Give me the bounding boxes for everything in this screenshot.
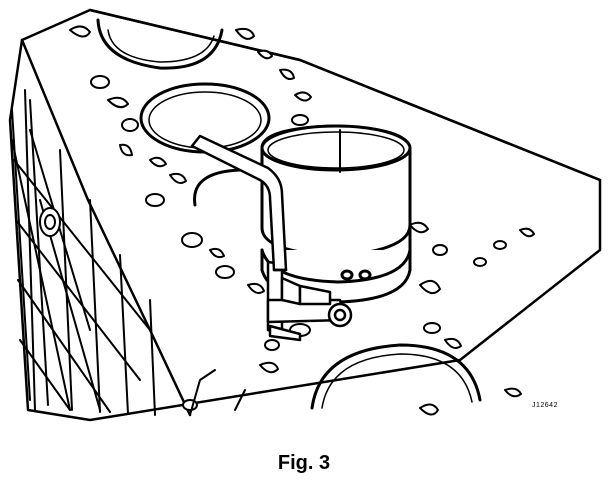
- figure-reference-code: J12642: [532, 402, 558, 409]
- block-side-ribs: [11, 89, 156, 416]
- cylinder-bore-4-inner: [321, 353, 473, 409]
- side-boss-bolt: [39, 207, 61, 237]
- cylinder-bore-1: [96, 18, 224, 70]
- compressor-top-rim-inner: [267, 131, 405, 169]
- compressor-rivet: [340, 269, 354, 281]
- figure-caption: Fig. 3: [277, 452, 331, 474]
- block-front-edges: [189, 369, 246, 416]
- compressor-ratchet: [266, 260, 353, 342]
- cylinder-bore-4: [310, 343, 482, 410]
- compressor-rivet: [358, 269, 372, 281]
- engine-block-illustration: [8, 8, 602, 422]
- cylinder-bore-1-inner: [107, 29, 215, 63]
- allen-key-tool: [190, 134, 288, 272]
